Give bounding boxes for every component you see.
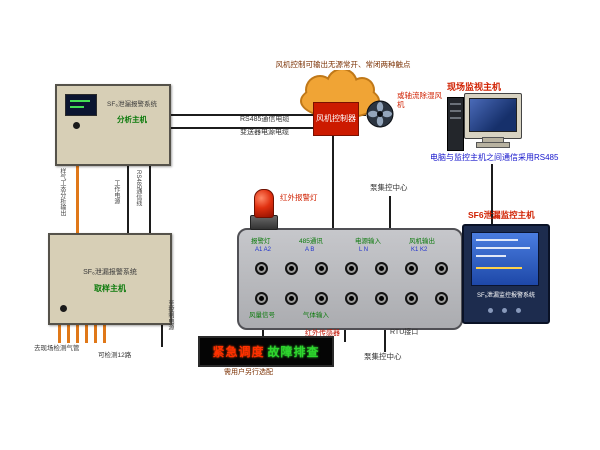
transmitter-cable-label: 变送器电源电缆 — [240, 129, 289, 136]
monitor-host-box: SF₆泄漏监控报警系统 — [462, 224, 550, 324]
tower-slot — [450, 117, 461, 119]
panel-bottom-label: 气体输入 — [303, 312, 329, 319]
panel-top-label: 风机输出 — [409, 238, 435, 245]
lcd-text-line — [70, 106, 84, 108]
analysis-host-button[interactable] — [73, 122, 80, 129]
terminal[interactable] — [375, 262, 388, 275]
cable-power-line — [167, 127, 313, 129]
gas-cable-4 — [85, 321, 88, 343]
sampling-host-subtitle: 取样主机 — [94, 284, 126, 293]
fan-type-label: 或轴流除湿风机 — [397, 91, 442, 109]
ir-sensor-label: 红外传感器 — [305, 330, 340, 337]
work-power-wire — [127, 162, 129, 233]
panel-top-label: 报警灯 — [251, 238, 271, 245]
fan-icon — [366, 100, 394, 128]
gas-pipe-label: 去现场检测气管 — [34, 345, 80, 352]
screen-line — [476, 267, 522, 269]
terminal[interactable] — [315, 262, 328, 275]
rs485-cable-label: RS485通信电缆 — [240, 116, 290, 123]
work-power-wire-label: 工作电源 — [112, 180, 119, 204]
pc-to-host-line — [491, 164, 493, 224]
host-button[interactable] — [502, 308, 507, 313]
monitor-base — [476, 142, 510, 148]
pump-center-top-label: 泵集控中心 — [370, 183, 408, 192]
channels-label: 可检测12路 — [98, 352, 132, 359]
tower-slot — [450, 110, 461, 112]
rtu-label: RTU接口 — [390, 329, 419, 336]
led-text-green: 故障排查 — [267, 345, 320, 359]
panel-to-led-line — [262, 326, 264, 337]
alarm-beacon-icon — [254, 189, 274, 218]
panel-top-label: 电源输入 — [355, 238, 381, 245]
terminal[interactable] — [435, 292, 448, 305]
pc-tower — [447, 97, 464, 151]
sampling-host-title: SF₆泄漏报警系统 — [83, 269, 137, 276]
terminal[interactable] — [285, 292, 298, 305]
terminal[interactable] — [285, 262, 298, 275]
terminal[interactable] — [315, 292, 328, 305]
terminal[interactable] — [405, 262, 418, 275]
analysis-host-box: SF₆泄漏报警系统 分析主机 — [55, 84, 171, 166]
terminal[interactable] — [345, 292, 358, 305]
site-monitor-label: 现场监视主机 — [447, 82, 502, 92]
terminal-code: K1 K2 — [411, 247, 428, 253]
analysis-host-title: SF₆泄漏报警系统 — [107, 101, 157, 108]
led-text-red: 紧急调度 — [212, 345, 265, 359]
gas-cable-6 — [103, 321, 106, 343]
lcd-text-line — [70, 100, 90, 102]
pump-center-bottom-label: 泵集控中心 — [364, 352, 402, 361]
crt-monitor — [464, 93, 522, 139]
led-display: 紧急调度 故障排查 — [198, 336, 334, 367]
terminal[interactable] — [255, 262, 268, 275]
fan-control-note: 风机控制可输出无源常开、常闭两种触点 — [275, 60, 411, 69]
gas-cable-5 — [94, 321, 97, 343]
cable-rs485-line — [167, 114, 366, 116]
terminal-code: L N — [359, 247, 369, 253]
sensor-line — [344, 326, 346, 342]
terminal-code: A1 A2 — [255, 247, 272, 253]
screen-line — [476, 247, 530, 249]
gas-cable-1 — [58, 321, 61, 343]
analysis-host-lcd — [65, 94, 97, 116]
gas-cable-3 — [76, 321, 79, 343]
terminal[interactable] — [405, 292, 418, 305]
panel-top-label: 485通讯 — [299, 238, 323, 245]
sample-output-wire-label: 样气工态分析输出 — [58, 168, 65, 216]
fan-controller-label: 风机控制器 — [316, 114, 356, 123]
crt-screen — [469, 98, 517, 132]
pump-center-top-line — [389, 196, 391, 228]
rs485-comm-note: 电脑与监控主机之间通信采用RS485 — [430, 153, 559, 162]
tower-slot — [450, 103, 461, 105]
analysis-host-subtitle: 分析主机 — [117, 115, 147, 124]
rs485-wire-label: RS485通信线 — [134, 170, 141, 207]
terminal-panel: 报警灯 485通讯 电源输入 风机输出 A1 A2 A B L N K1 K2 … — [237, 228, 463, 330]
control-power-label: 至控制电源 — [166, 300, 173, 330]
monitor-host-label: SF6泄漏监控主机 — [468, 210, 535, 220]
monitor-host-caption: SF₆泄漏监控报警系统 — [476, 293, 536, 299]
rs485-wire — [149, 162, 151, 233]
led-note: 需用户另行选配 — [224, 369, 273, 376]
terminal[interactable] — [255, 292, 268, 305]
sample-gas-wire — [76, 162, 79, 233]
host-button[interactable] — [488, 308, 493, 313]
beacon-label: 红外报警灯 — [280, 193, 318, 202]
panel-bottom-label: 风量信号 — [249, 312, 275, 319]
rtu-line — [384, 326, 386, 352]
sampling-host-button[interactable] — [60, 305, 67, 312]
sampling-host-box: SF₆泄漏报警系统 取样主机 — [48, 233, 172, 325]
terminal-code: A B — [305, 247, 315, 253]
screen-line — [476, 239, 518, 241]
gas-cable-2 — [67, 321, 70, 343]
control-power-line — [161, 321, 163, 347]
terminal[interactable] — [375, 292, 388, 305]
controller-to-panel-line — [332, 133, 334, 228]
terminal[interactable] — [345, 262, 358, 275]
screen-line — [476, 255, 506, 257]
monitor-host-screen — [471, 232, 539, 286]
host-button[interactable] — [516, 308, 521, 313]
terminal[interactable] — [435, 262, 448, 275]
fan-controller-box: 风机控制器 — [313, 102, 359, 136]
